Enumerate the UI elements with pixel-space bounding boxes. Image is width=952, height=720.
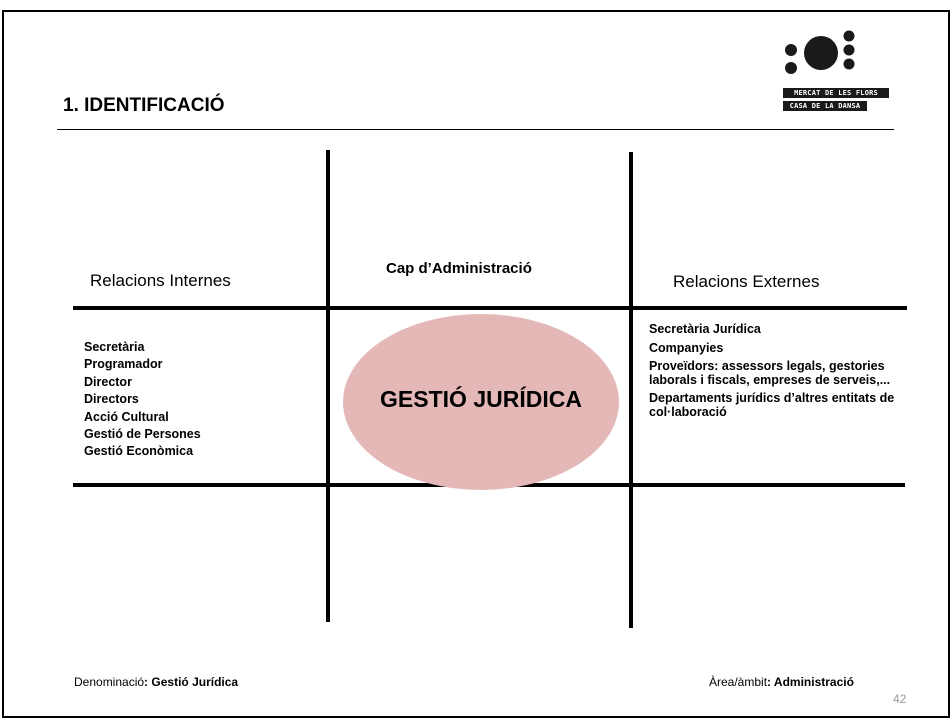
grid-horizontal-line-top <box>73 306 907 310</box>
central-role-label: GESTIÓ JURÍDICA <box>380 386 582 412</box>
list-item: Director <box>84 374 132 389</box>
internal-relations-list: Secretària Programador Director Director… <box>84 339 201 461</box>
list-item: Gestió Econòmica <box>84 444 194 459</box>
slide-frame <box>2 10 950 718</box>
footer-denominacio-value: Gestió Jurídica <box>151 675 239 689</box>
footer-denominacio: Denominació: Gestió Jurídica <box>74 675 239 689</box>
page-number: 42 <box>893 692 907 706</box>
list-item: Secretària <box>84 340 145 354</box>
list-item: Directors <box>84 392 139 407</box>
list-item: Secretària Jurídica <box>649 322 761 336</box>
list-item: Programador <box>84 357 163 372</box>
central-role-ellipse <box>343 314 619 490</box>
external-relations-list: Secretària Jurídica Companyies Proveïdor… <box>649 322 921 424</box>
list-item: Departaments jurídics d’altres entitats … <box>649 391 895 419</box>
heading-external-relations: Relacions Externes <box>673 272 820 291</box>
list-item: Companyies <box>649 340 724 355</box>
list-item: Proveïdors: assessors legals, gestories … <box>649 359 891 387</box>
heading-cap-administracio: Cap d’Administració <box>386 260 532 277</box>
footer-area-label: Àrea/àmbit <box>709 675 768 689</box>
list-item: Acció Cultural <box>84 409 169 424</box>
footer-denominacio-label: Denominació <box>74 675 145 689</box>
logo-line-2: CASA DE LA DANSA <box>783 101 867 111</box>
grid-vertical-line-right <box>629 152 633 628</box>
logo-wordmark: MERCAT DE LES FLORS CASA DE LA DANSA <box>783 88 889 114</box>
list-item: Gestió de Persones <box>84 427 201 442</box>
footer-area: Àrea/àmbit: Administració <box>709 675 854 689</box>
heading-internal-relations: Relacions Internes <box>90 271 231 290</box>
title-underline <box>57 129 894 130</box>
logo-line-1: MERCAT DE LES FLORS <box>783 88 889 98</box>
footer-area-value: Administració <box>773 675 854 689</box>
logo-dots-icon <box>785 30 855 74</box>
slide-title: 1. IDENTIFICACIÓ <box>63 95 225 116</box>
grid-vertical-line-left <box>326 150 330 622</box>
